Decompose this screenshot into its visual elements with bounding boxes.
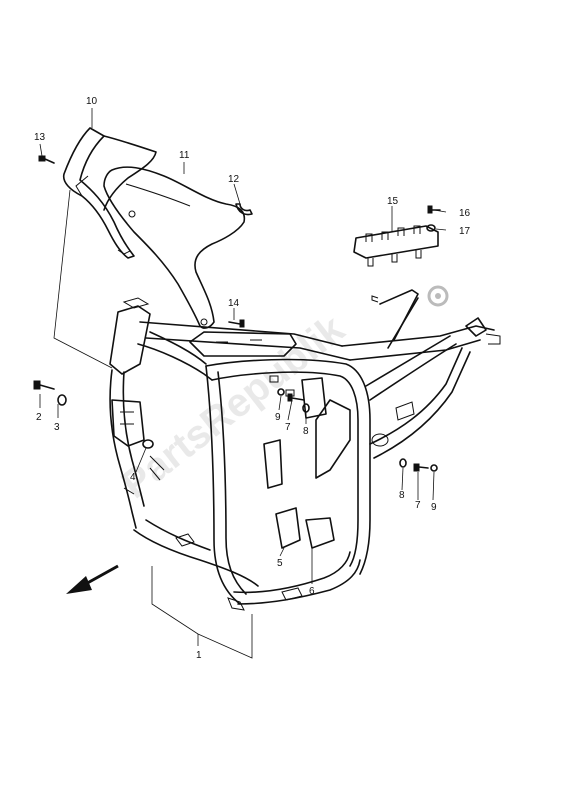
nut-part-4 [142, 439, 154, 449]
screw-part-13 [38, 155, 55, 164]
callout-14: 14 [228, 298, 240, 309]
bracket-part-15 [353, 225, 439, 267]
nut-part-9-lower [430, 464, 438, 472]
callout-7-lower: 7 [415, 500, 421, 511]
callout-9-lower: 9 [431, 502, 437, 513]
nut-part-9-upper [277, 388, 285, 396]
leader-lines [39, 108, 447, 659]
callout-16: 16 [459, 208, 471, 219]
washer-part-3 [57, 394, 67, 406]
watermark: PartsRepublik [113, 285, 449, 507]
callouts: 1 2 3 4 5 6 7 7 8 8 9 9 10 11 12 13 14 1… [34, 96, 471, 661]
callout-9-upper: 9 [275, 412, 281, 423]
callout-4: 4 [130, 472, 136, 483]
callout-7-upper: 7 [285, 422, 291, 433]
cowl-part-10 [62, 127, 157, 259]
washer-part-8-lower [399, 458, 407, 468]
callout-13: 13 [34, 132, 46, 143]
callout-8-lower: 8 [399, 490, 405, 501]
callout-17: 17 [459, 226, 471, 237]
bolt-part-7-lower [413, 463, 429, 472]
callout-1: 1 [196, 650, 202, 661]
watermark-gear-icon [427, 285, 449, 307]
main-frame-part-1 [109, 289, 501, 611]
screw-part-16 [427, 205, 441, 214]
bolt-part-2 [33, 380, 55, 390]
bolt-part-7-upper [287, 393, 305, 402]
nut-part-17 [426, 224, 436, 232]
callout-3: 3 [54, 422, 60, 433]
callout-15: 15 [387, 196, 399, 207]
front-direction-arrow-icon [66, 564, 119, 594]
callout-12: 12 [228, 174, 240, 185]
callout-10: 10 [86, 96, 98, 107]
cowl-part-11 [103, 166, 246, 329]
bolt-part-14 [228, 319, 245, 328]
callout-6: 6 [309, 586, 315, 597]
callout-2: 2 [36, 412, 42, 423]
callout-11: 11 [179, 150, 190, 161]
clip-part-12 [235, 203, 253, 216]
callout-5: 5 [277, 558, 283, 569]
callout-8-upper: 8 [303, 426, 309, 437]
